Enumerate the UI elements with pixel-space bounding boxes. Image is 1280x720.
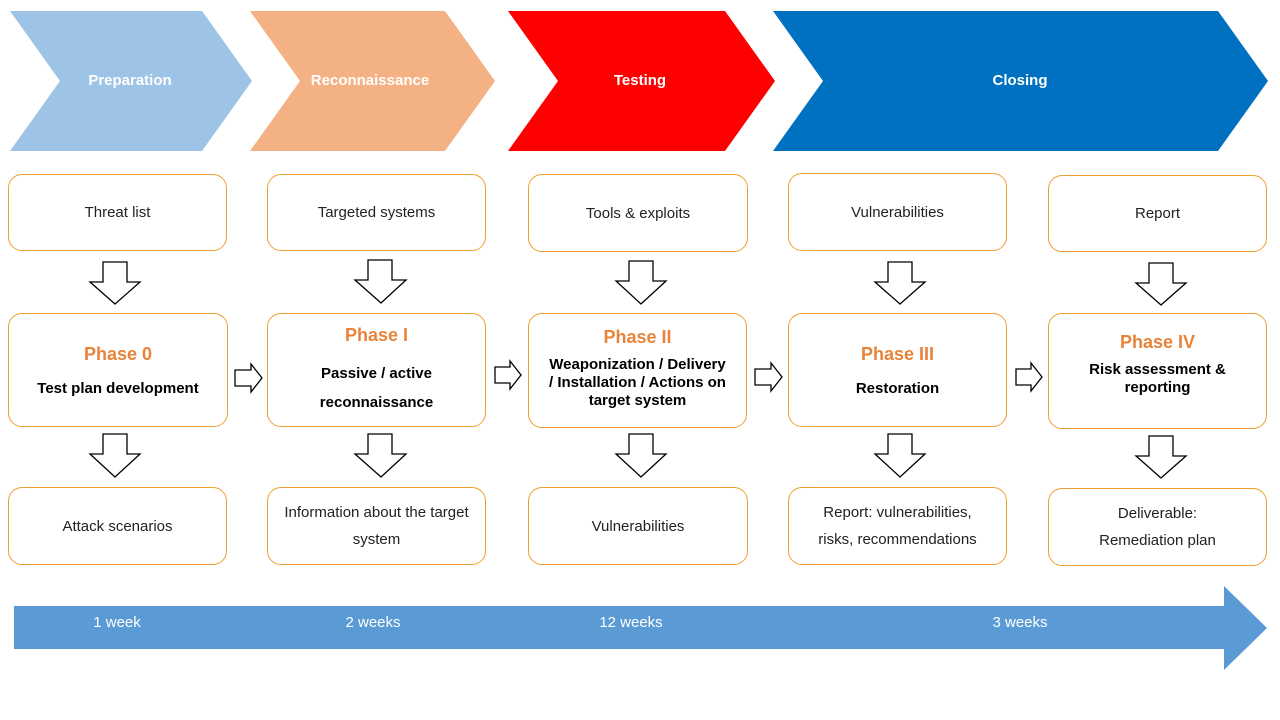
down-arrows-top [88, 259, 1188, 306]
phase-box: Phase II Weaponization / Delivery / Inst… [528, 313, 747, 428]
phase-number: Phase III [860, 343, 935, 364]
stage-label-testing: Testing [613, 72, 667, 89]
phase-box: Phase 0 Test plan development [8, 313, 228, 427]
stage-chevron-testing [508, 11, 775, 151]
right-arrow-icon [1015, 361, 1043, 393]
right-arrow-icon [234, 362, 263, 394]
input-box: Threat list [8, 174, 227, 251]
right-arrow-icon [754, 361, 783, 393]
output-box: Report: vulnerabilities, risks, recommen… [788, 487, 1007, 565]
stage-label-preparation: Preparation [88, 72, 172, 89]
input-box: Targeted systems [267, 174, 486, 251]
phase-box: Phase III Restoration [788, 313, 1007, 427]
down-arrow-icon [88, 433, 142, 478]
output-text: Information about the target system [284, 504, 469, 548]
down-arrow-icon [614, 260, 668, 305]
stage-label-reconnaissance: Reconnaissance [310, 72, 430, 89]
down-arrow-icon [1134, 262, 1188, 306]
right-arrow-icon [494, 359, 522, 391]
input-text: Report [1134, 205, 1181, 222]
down-arrow-icon [873, 261, 927, 305]
timeline-duration: 3 weeks [992, 614, 1048, 631]
input-text: Tools & exploits [585, 204, 691, 222]
input-box: Tools & exploits [528, 174, 748, 252]
phase-number: Phase 0 [83, 343, 153, 364]
phase-number: Phase II [603, 326, 672, 347]
down-arrow-icon [1134, 435, 1188, 479]
stage-chevron-preparation [10, 11, 252, 151]
phase-name: Risk assessment & reporting [1089, 361, 1226, 396]
output-text: Deliverable: Remediation plan [1099, 505, 1216, 549]
phase-name: Test plan development [37, 379, 199, 397]
input-text: Threat list [84, 204, 151, 221]
input-text: Vulnerabilities [851, 203, 944, 221]
down-arrows-bottom [88, 433, 1188, 479]
phase-name: Weaponization / Delivery / Installation … [549, 355, 726, 409]
output-box: Deliverable: Remediation plan [1048, 488, 1267, 566]
timeline-duration: 12 weeks [599, 614, 663, 631]
timeline-duration: 1 week [93, 614, 141, 631]
input-box: Vulnerabilities [788, 173, 1007, 251]
output-box: Information about the target system [267, 487, 486, 565]
phase-number: Phase IV [1119, 332, 1196, 352]
stage-label-closing: Closing [992, 72, 1048, 89]
phase-box: Phase I Passive / active reconnaissance [267, 313, 486, 427]
phase-name: Passive / active reconnaissance [319, 364, 434, 411]
phase-number: Phase I [344, 324, 409, 345]
output-box: Vulnerabilities [528, 487, 748, 565]
down-arrow-icon [873, 433, 927, 478]
right-arrows [234, 359, 1043, 394]
output-text: Report: vulnerabilities, risks, recommen… [818, 504, 977, 548]
phase-box: Phase IV Risk assessment & reporting [1048, 313, 1267, 429]
timeline-arrow [14, 586, 1267, 670]
down-arrow-icon [353, 259, 408, 304]
output-text: Attack scenarios [62, 517, 173, 535]
output-text: Vulnerabilities [591, 517, 685, 535]
down-arrow-icon [614, 433, 668, 478]
output-box: Attack scenarios [8, 487, 227, 565]
timeline-duration: 2 weeks [345, 614, 401, 631]
phase-name: Restoration [855, 379, 940, 397]
input-box: Report [1048, 175, 1267, 252]
stage-chevron-reconnaissance [250, 11, 495, 151]
stage-chevron-closing [773, 11, 1268, 151]
input-text: Targeted systems [317, 204, 436, 221]
down-arrow-icon [88, 261, 142, 305]
down-arrow-icon [353, 433, 408, 478]
